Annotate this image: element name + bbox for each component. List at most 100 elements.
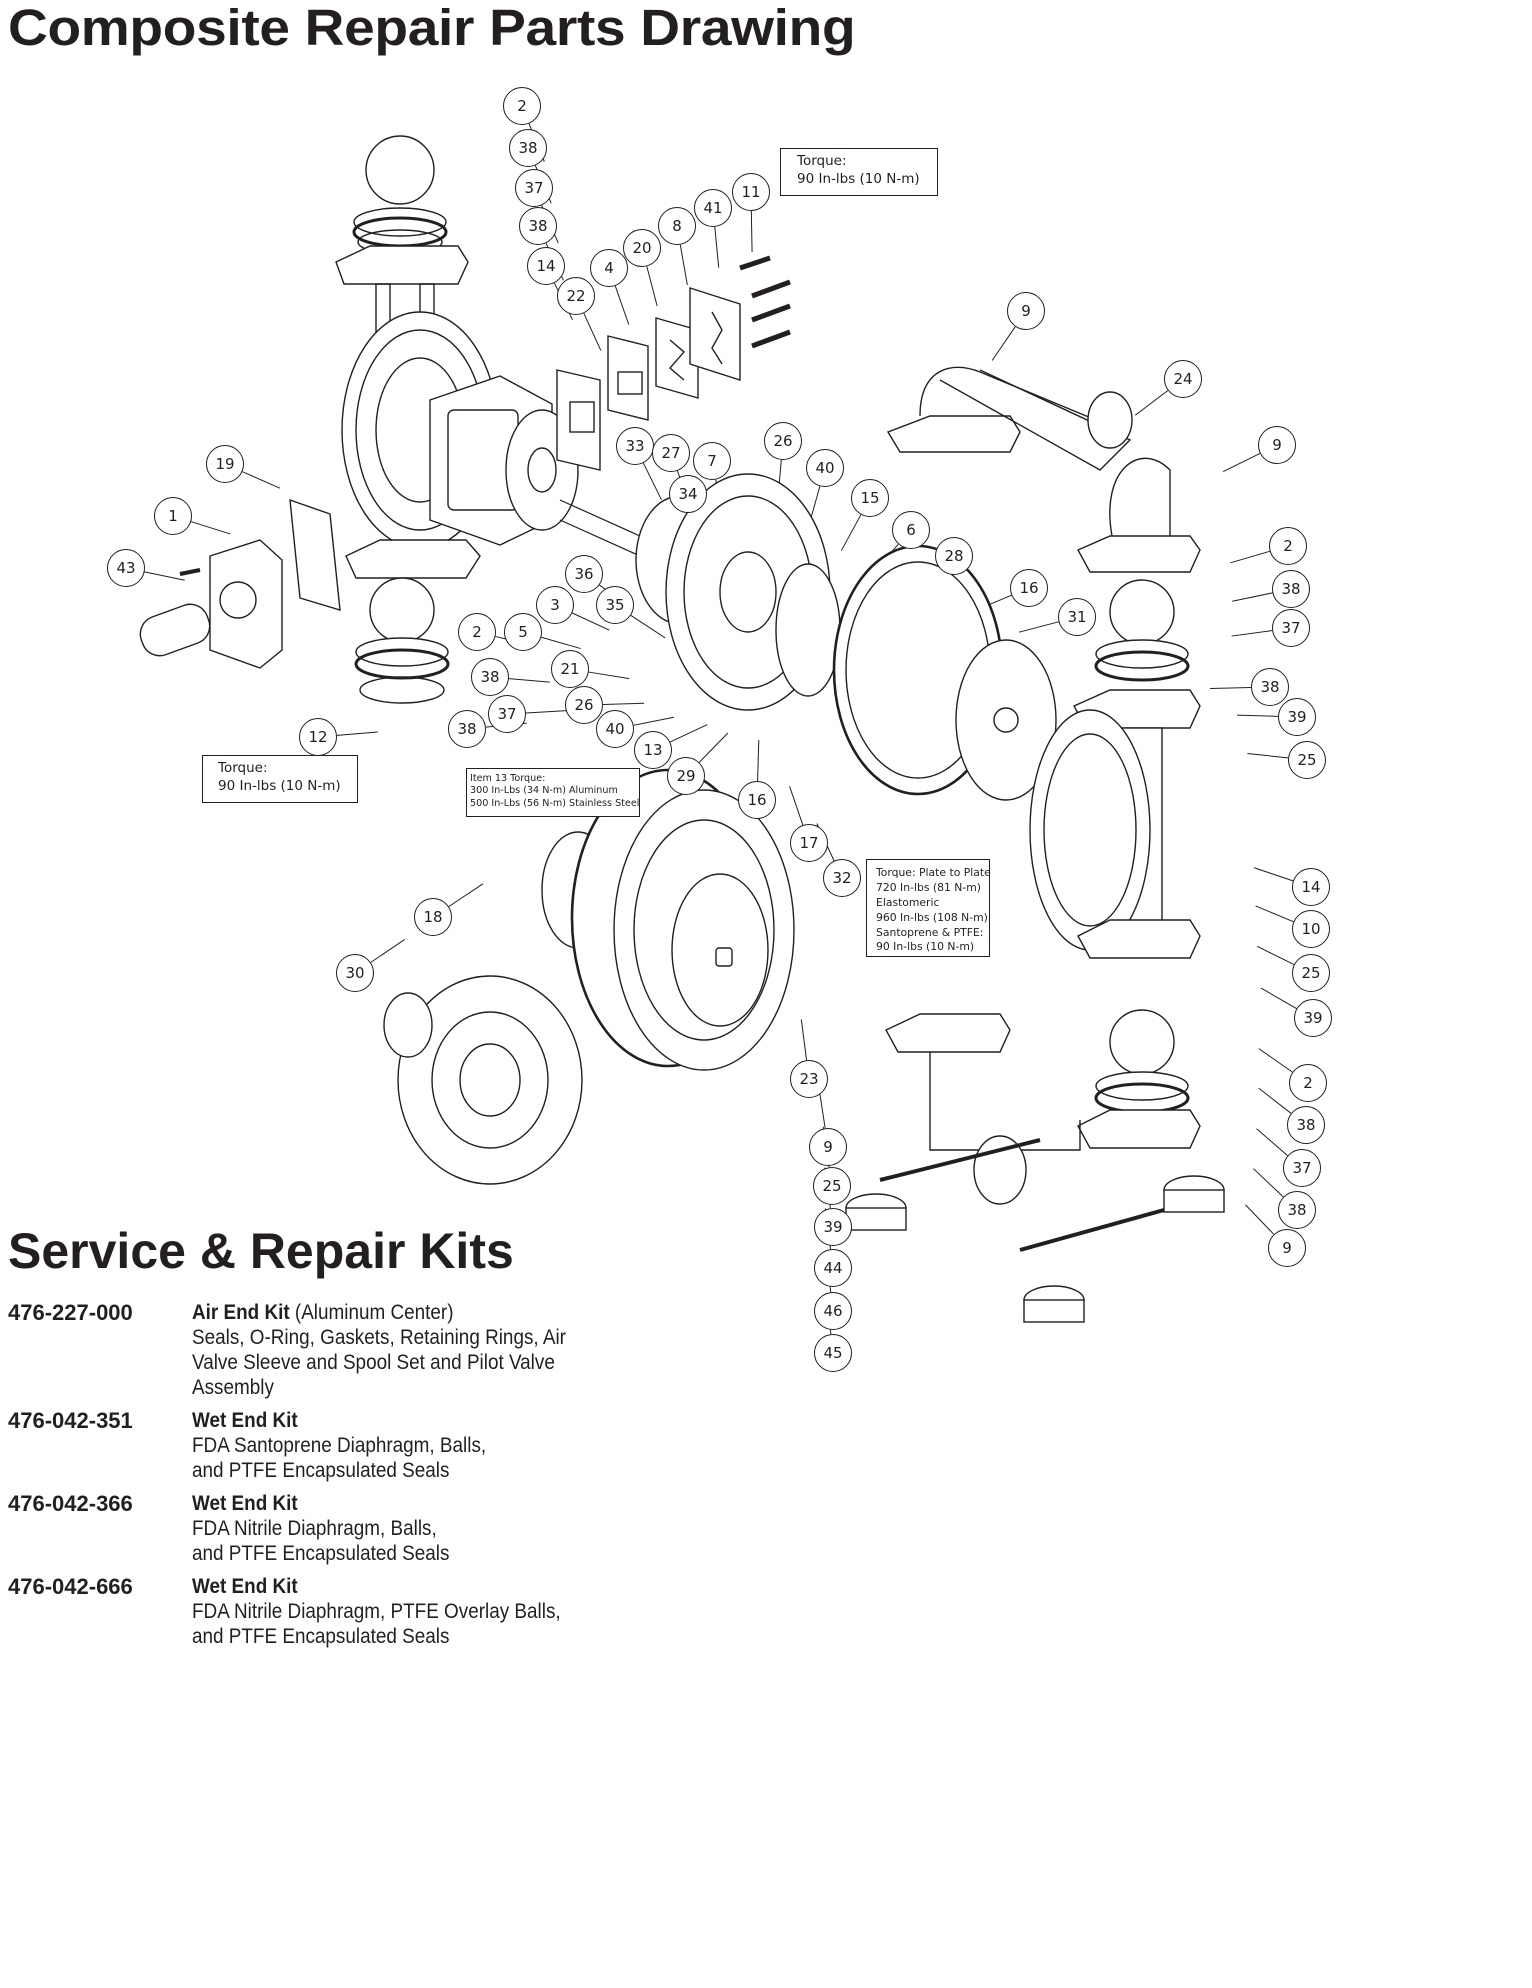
callout-balloon: 29	[667, 757, 705, 795]
pilot-valve-assembly	[139, 498, 341, 669]
callout-leader	[991, 326, 1016, 361]
air-valve-assembly	[556, 255, 791, 471]
callout-leader	[750, 210, 753, 252]
callout-balloon: 9	[1258, 426, 1296, 464]
callout-balloon: 37	[515, 169, 553, 207]
torque-note-line: 720 In-lbs (81 N-m)	[876, 880, 981, 894]
callout-leader	[448, 883, 484, 907]
right-pump-assembly	[845, 366, 1225, 1323]
callout-leader	[242, 471, 281, 489]
callout-leader	[1254, 867, 1294, 882]
callout-balloon: 22	[557, 277, 595, 315]
callout-balloon: 2	[1289, 1064, 1327, 1102]
torque-note-line: 960 In-lbs (108 N-m)	[876, 910, 988, 924]
callout-balloon: 38	[509, 129, 547, 167]
kit-item: 476-042-366 Wet End Kit FDA Nitrile Diap…	[8, 1491, 628, 1566]
callout-balloon: 23	[790, 1060, 828, 1098]
callout-balloon: 12	[299, 718, 337, 756]
callout-balloon: 16	[1010, 569, 1048, 607]
kits-heading: Service & Repair Kits	[8, 1223, 514, 1279]
torque-note-line: 90 In-lbs (10 N-m)	[797, 170, 920, 187]
kit-item: 476-227-000 Air End Kit (Aluminum Center…	[8, 1300, 628, 1400]
callout-leader	[572, 612, 610, 631]
torque-note-line: 90 In-lbs (10 N-m)	[218, 777, 341, 794]
callout-balloon: 36	[565, 555, 603, 593]
callout-balloon: 38	[471, 658, 509, 696]
callout-balloon: 11	[732, 173, 770, 211]
torque-note-line: 300 In-Lbs (34 N-m) Aluminum	[470, 785, 618, 797]
callout-balloon: 9	[809, 1128, 847, 1166]
callout-leader	[144, 571, 185, 581]
kit-part-number: 476-042-351	[8, 1408, 133, 1433]
callout-leader	[670, 724, 708, 743]
kit-title-note: (Aluminum Center)	[289, 1301, 454, 1324]
callout-balloon: 2	[503, 87, 541, 125]
callout-balloon: 16	[738, 781, 776, 819]
callout-leader	[1210, 686, 1252, 690]
callout-leader	[679, 244, 688, 286]
callout-balloon: 33	[616, 427, 654, 465]
torque-note-line: Torque:	[218, 760, 268, 776]
callout-balloon: 4	[590, 249, 628, 287]
kit-part-number: 476-042-366	[8, 1491, 133, 1516]
callout-leader	[1258, 1087, 1292, 1114]
callout-leader	[508, 678, 550, 683]
callout-balloon: 24	[1164, 360, 1202, 398]
torque-note-line: 90 In-lbs (10 N-m)	[876, 940, 975, 954]
callout-balloon: 40	[806, 449, 844, 487]
callout-leader	[1231, 630, 1273, 637]
callout-balloon: 38	[1272, 570, 1310, 608]
torque-note-line: 500 In-Lbs (56 N-m) Stainless Steel	[470, 797, 640, 809]
callout-balloon: 37	[488, 695, 526, 733]
torque-note-line: Santoprene & PTFE:	[876, 925, 984, 939]
torque-note-line: Torque:	[797, 153, 847, 169]
kit-description-line: and PTFE Encapsulated Seals	[191, 1459, 449, 1482]
callout-balloon: 6	[892, 511, 930, 549]
callout-leader	[633, 716, 674, 726]
kit-description-line: FDA Santoprene Diaphragm, Balls,	[191, 1434, 486, 1457]
callout-leader	[714, 226, 720, 268]
kit-description-line: FDA Nitrile Diaphragm, Balls,	[191, 1517, 437, 1540]
callout-leader	[1018, 621, 1059, 633]
callout-leader	[1260, 987, 1297, 1009]
kit-item: 476-042-351 Wet End Kit FDA Santoprene D…	[8, 1408, 628, 1483]
callout-balloon: 14	[527, 247, 565, 285]
callout-leader	[1134, 390, 1169, 416]
callout-leader	[1247, 752, 1289, 759]
kit-title: Wet End Kit	[191, 1409, 298, 1432]
callout-balloon: 38	[1287, 1106, 1325, 1144]
callout-leader	[1257, 945, 1295, 966]
torque-note-line: Elastomeric	[876, 895, 940, 909]
callout-leader	[642, 462, 662, 501]
kit-description-line: Seals, O-Ring, Gaskets, Retaining Rings,…	[191, 1326, 566, 1349]
callout-balloon: 2	[458, 613, 496, 651]
callout-leader	[541, 636, 581, 650]
callout-balloon: 5	[504, 613, 542, 651]
kit-title: Wet End Kit	[191, 1575, 298, 1598]
kit-description-line: Assembly	[191, 1376, 274, 1399]
callout-balloon: 41	[694, 189, 732, 227]
outer-diaphragm-group	[383, 768, 795, 1185]
callout-balloon: 32	[823, 859, 861, 897]
kit-description-line: and PTFE Encapsulated Seals	[191, 1625, 449, 1648]
callout-balloon: 15	[851, 479, 889, 517]
callout-leader	[800, 1019, 808, 1061]
callout-leader	[1258, 1048, 1293, 1073]
callout-leader	[614, 285, 630, 325]
diaphragm-stack	[559, 473, 1057, 801]
callout-balloon: 26	[764, 422, 802, 460]
callout-leader	[630, 614, 666, 639]
torque-note-line: Item 13 Torque:	[470, 773, 546, 784]
callout-leader	[646, 266, 658, 307]
callout-balloon: 34	[669, 475, 707, 513]
callout-balloon: 31	[1058, 598, 1096, 636]
callout-leader	[1230, 550, 1270, 564]
callout-balloon: 2	[1269, 527, 1307, 565]
torque-note-plate: Torque: Plate to Plate 720 In-lbs (81 N-…	[866, 859, 991, 957]
kit-description-line: and PTFE Encapsulated Seals	[191, 1542, 449, 1565]
torque-note-item13: Item 13 Torque: 300 In-Lbs (34 N-m) Alum…	[466, 768, 640, 817]
kit-part-number: 476-227-000	[8, 1300, 133, 1325]
callout-balloon: 38	[448, 710, 486, 748]
callout-leader	[336, 731, 378, 736]
